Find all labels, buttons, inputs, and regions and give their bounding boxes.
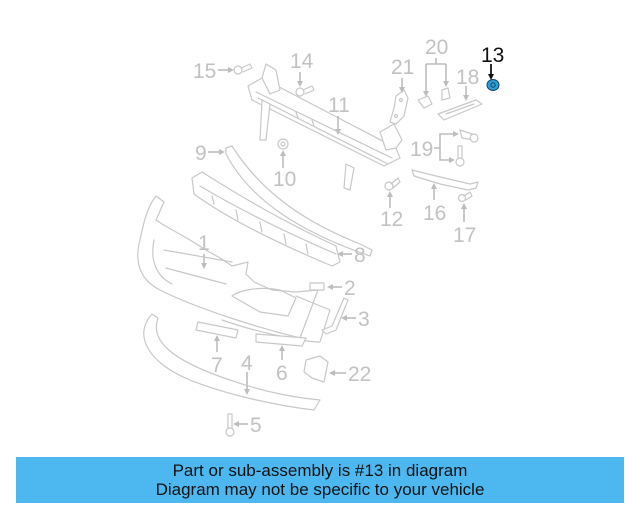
part-3-side-trim[interactable] [321, 297, 349, 335]
callout-17[interactable]: 17 [453, 224, 476, 247]
callout-10[interactable]: 10 [273, 168, 296, 191]
part-13-highlighted-nut[interactable] [486, 79, 500, 91]
part-14-bolt[interactable] [295, 85, 315, 97]
callout-20[interactable]: 20 [425, 36, 448, 59]
callout-21[interactable]: 21 [391, 56, 414, 79]
part-4-lower-spoiler[interactable] [143, 313, 321, 411]
callout-labels: 15 14 11 9 10 21 20 18 13 19 12 16 17 8 … [193, 36, 504, 437]
leader-lines [201, 58, 494, 427]
part-16-side-bracket[interactable] [411, 169, 479, 191]
part-2-clip[interactable] [309, 282, 325, 291]
callout-18[interactable]: 18 [456, 66, 479, 89]
part-19-bolts[interactable] [455, 129, 479, 167]
callout-5[interactable]: 5 [250, 414, 262, 437]
part-15-bolt[interactable] [233, 63, 253, 75]
callout-3[interactable]: 3 [358, 308, 370, 331]
part-8-absorber[interactable] [191, 171, 341, 267]
part-5-screw[interactable] [225, 413, 235, 437]
info-banner: Part or sub-assembly is #13 in diagram D… [16, 457, 624, 503]
callout-9[interactable]: 9 [195, 142, 207, 165]
part-22-tow-cover[interactable] [303, 355, 329, 383]
part-7-trim[interactable] [195, 321, 239, 339]
part-11-reinforcement-bar[interactable] [247, 63, 403, 191]
part-21-bracket[interactable] [389, 89, 409, 125]
callout-15[interactable]: 15 [193, 60, 216, 83]
banner-disclaimer-line: Diagram may not be specific to your vehi… [155, 480, 485, 499]
callout-4[interactable]: 4 [241, 352, 253, 375]
part-9-strip[interactable] [225, 145, 373, 257]
callout-13-highlighted[interactable]: 13 [481, 44, 504, 67]
part-6-trim[interactable] [255, 333, 307, 347]
callout-1[interactable]: 1 [198, 232, 210, 255]
banner-part-line: Part or sub-assembly is #13 in diagram [172, 461, 468, 480]
callout-12[interactable]: 12 [380, 208, 403, 231]
callout-8[interactable]: 8 [354, 244, 366, 267]
part-20-clips[interactable] [417, 87, 451, 109]
callout-16[interactable]: 16 [423, 202, 446, 225]
part-18-bracket[interactable] [437, 99, 483, 121]
callout-22[interactable]: 22 [348, 363, 371, 386]
callout-2[interactable]: 2 [344, 277, 356, 300]
part-17-screw[interactable] [457, 191, 473, 203]
part-10-nut[interactable] [277, 138, 289, 150]
callout-7[interactable]: 7 [211, 354, 223, 377]
callout-6[interactable]: 6 [276, 362, 288, 385]
callout-19[interactable]: 19 [410, 138, 433, 161]
part-12-bolt[interactable] [384, 177, 401, 191]
callout-14[interactable]: 14 [290, 50, 314, 73]
callout-11[interactable]: 11 [328, 94, 350, 117]
